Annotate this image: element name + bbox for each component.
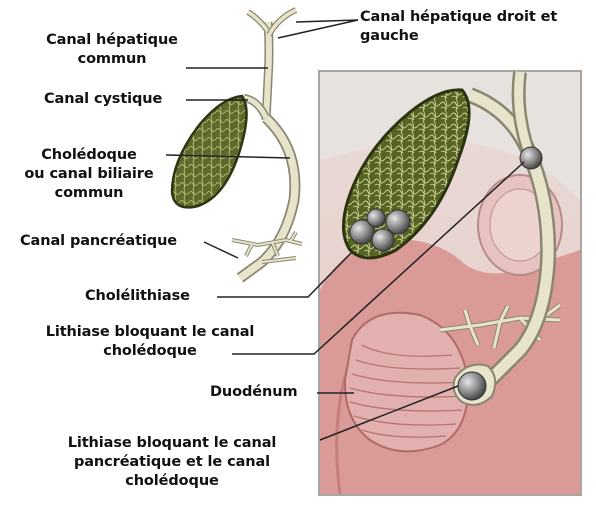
stone-ampulla — [458, 372, 486, 400]
label-hepatic-ducts-line1: Canal hépatique droit et — [360, 8, 557, 27]
label-common-hepatic-line2: commun — [28, 50, 196, 69]
label-cystic-duct: Canal cystique — [44, 90, 162, 109]
stone-cbd — [520, 147, 542, 169]
leader-hepatic-ducts — [278, 20, 358, 38]
label-cholelithiasis: Cholélithiase — [85, 287, 190, 306]
leader-pancreatic — [204, 242, 238, 258]
label-choledoque: Cholédoque ou canal biliaire commun — [0, 146, 178, 203]
label-common-hepatic: Canal hépatique commun — [28, 31, 196, 69]
label-lithiase-cbd-line2: cholédoque — [20, 342, 280, 361]
label-choledoque-line3: commun — [0, 184, 178, 203]
label-lithiase-cbd-line1: Lithiase bloquant le canal — [20, 323, 280, 342]
label-pancreatic-duct: Canal pancréatique — [20, 232, 177, 251]
label-hepatic-ducts-line2: gauche — [360, 27, 557, 46]
label-choledoque-line1: Cholédoque — [0, 146, 178, 165]
label-common-hepatic-line1: Canal hépatique — [28, 31, 196, 50]
label-lithiase-panc-line1: Lithiase bloquant le canal — [42, 434, 302, 453]
label-duodenum: Duodénum — [210, 383, 298, 402]
label-lithiase-panc-line3: cholédoque — [42, 472, 302, 491]
label-lithiase-panc-line2: pancréatique et le canal — [42, 453, 302, 472]
label-lithiase-panc: Lithiase bloquant le canal pancréatique … — [42, 434, 302, 491]
enlarged-panel — [319, 71, 581, 495]
label-choledoque-line2: ou canal biliaire — [0, 165, 178, 184]
label-lithiase-cbd: Lithiase bloquant le canal cholédoque — [20, 323, 280, 361]
label-hepatic-ducts: Canal hépatique droit et gauche — [360, 8, 557, 46]
